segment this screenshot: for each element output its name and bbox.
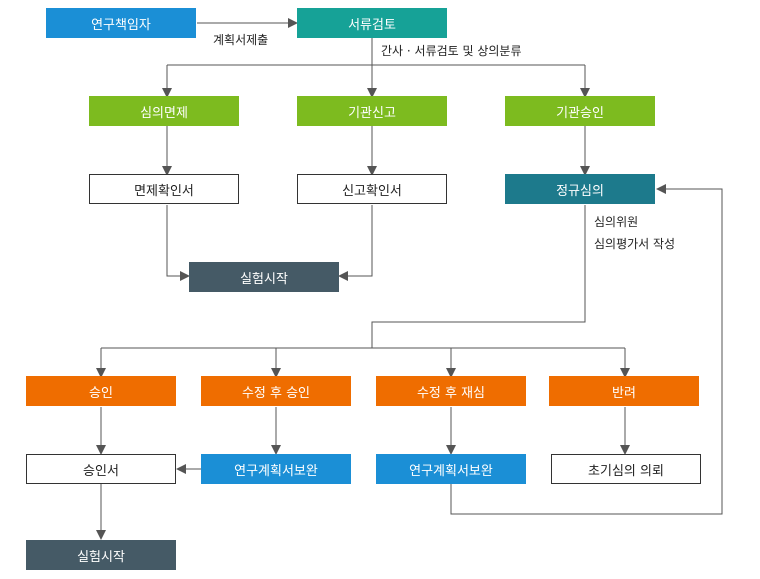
- node-doc-review: 서류검토: [297, 8, 447, 38]
- node-start-top: 실험시작: [189, 262, 339, 292]
- node-report: 기관신고: [297, 96, 447, 126]
- arrow-report-to-start: [338, 205, 373, 281]
- arrow-loop-rereview: [450, 184, 723, 515]
- label-secretary-review: 간사 · 서류검토 및 상의분류: [381, 44, 522, 58]
- node-plan-supplement-2: 연구계획서보완: [376, 454, 526, 484]
- label-evaluation: 심의평가서 작성: [594, 237, 676, 251]
- node-approve: 승인: [26, 376, 176, 406]
- label-committee: 심의위원: [594, 215, 639, 229]
- line-regular-down: [371, 205, 586, 348]
- node-approve-after-mod: 수정 후 승인: [201, 376, 351, 406]
- node-plan-supplement-1: 연구계획서보완: [201, 454, 351, 484]
- node-researcher: 연구책임자: [46, 8, 196, 38]
- node-reject: 반려: [549, 376, 699, 406]
- node-exempt-cert: 면제확인서: [89, 174, 239, 204]
- node-initial-review-request: 초기심의 의뢰: [551, 454, 701, 484]
- node-rereview-after-mod: 수정 후 재심: [376, 376, 526, 406]
- arrow-exempt-to-start: [166, 205, 190, 281]
- node-approval-cert: 승인서: [26, 454, 176, 484]
- node-start-bottom: 실험시작: [26, 540, 176, 570]
- label-submit-plan: 계획서제출: [213, 33, 269, 47]
- node-report-cert: 신고확인서: [297, 174, 447, 204]
- node-exempt: 심의면제: [89, 96, 239, 126]
- node-approval-inst: 기관승인: [505, 96, 655, 126]
- node-regular-review: 정규심의: [505, 174, 655, 204]
